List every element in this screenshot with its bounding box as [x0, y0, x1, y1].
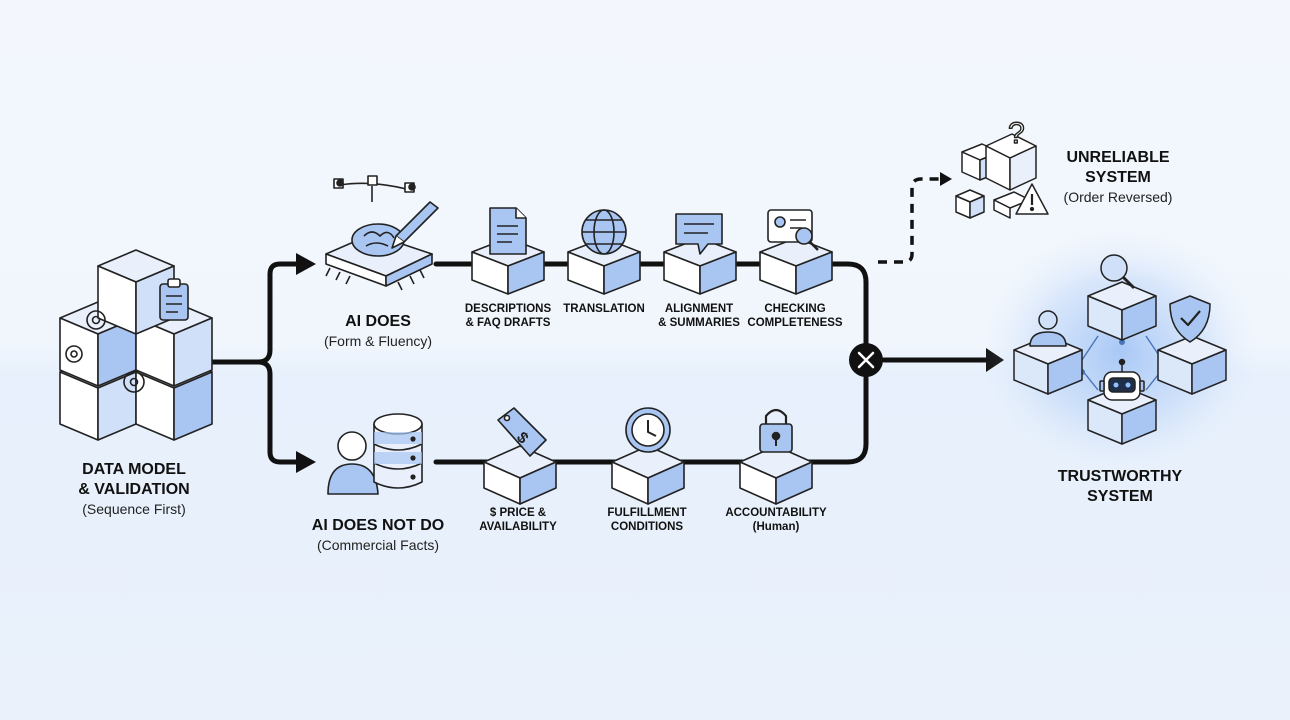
step-alignment-line2: & SUMMARIES [658, 317, 740, 329]
step-label-translation: TRANSLATION [554, 302, 654, 316]
dashed-reversed-line [878, 177, 942, 264]
clipboard-icon [159, 278, 189, 321]
step-price-line1: $ PRICE & [489, 507, 547, 519]
shield-check-icon [1169, 295, 1211, 343]
step-fulfillment-line2: CONDITIONS [610, 521, 684, 533]
step-label-alignment: ALIGNMENT & SUMMARIES [649, 302, 749, 330]
step-descriptions-line1: DESCRIPTIONS [464, 303, 552, 315]
bottom-track-line [433, 375, 869, 465]
top-track-line [433, 261, 869, 348]
magnifier-icon [1100, 254, 1136, 290]
step-checking-line1: CHECKING [764, 303, 826, 315]
ai-does-label: AI DOES (Form & Fluency) [310, 312, 446, 350]
data-model-cube-stack-icon [59, 249, 213, 441]
trustworthy-label: TRUSTWORTHY SYSTEM [1040, 467, 1200, 507]
price-tag-icon: $ [497, 407, 547, 457]
svg-text:?: ? [1008, 117, 1025, 150]
ai-does-not-subtitle: (Commercial Facts) [316, 537, 440, 553]
trust-glow [980, 230, 1260, 470]
person-database-icon [327, 413, 423, 495]
data-model-subtitle: (Sequence First) [82, 501, 186, 517]
chat-bubble-icon [675, 213, 723, 255]
unreliable-subtitle: (Order Reversed) [1063, 189, 1173, 205]
unreliable-title-line1: UNRELIABLE [1066, 149, 1170, 166]
step-alignment-line1: ALIGNMENT [664, 303, 734, 315]
trustworthy-title-line2: SYSTEM [1087, 488, 1153, 505]
block-price [483, 445, 557, 505]
unreliable-label: UNRELIABLE SYSTEM (Order Reversed) [1050, 148, 1186, 206]
id-card-search-icon [767, 209, 819, 251]
user-icon [1029, 310, 1067, 347]
step-label-price: $ PRICE & AVAILABILITY [468, 506, 568, 534]
arrowhead-bottom [296, 451, 316, 473]
step-accountability-line2: (Human) [752, 521, 800, 533]
branch-top-line [255, 261, 301, 365]
globe-icon [581, 209, 627, 255]
branch-bottom-line [255, 359, 301, 465]
step-label-checking: CHECKING COMPLETENESS [745, 302, 845, 330]
block-fulfillment [611, 445, 685, 505]
ai-does-not-title: AI DOES NOT DO [311, 517, 445, 534]
top-step-blocks [471, 207, 833, 295]
data-model-label: DATA MODEL & VALIDATION (Sequence First) [64, 460, 204, 518]
ai-does-title: AI DOES [345, 313, 411, 330]
padlock-icon [759, 408, 793, 453]
robot-icon [1099, 358, 1145, 401]
block-accountability [739, 445, 813, 505]
step-price-line2: AVAILABILITY [479, 521, 557, 533]
data-model-title-line2: & VALIDATION [78, 481, 190, 498]
step-translation-line1: TRANSLATION [563, 303, 645, 315]
arrowhead-top [296, 253, 316, 275]
warning-icon [1015, 183, 1049, 215]
junction-x-icon [849, 343, 883, 377]
unreliable-boxes-icon: ? [955, 116, 1049, 219]
step-label-accountability: ACCOUNTABILITY (Human) [716, 506, 836, 534]
gear-icon [65, 310, 145, 393]
ai-chip-brain-icon [325, 175, 439, 291]
ai-does-subtitle: (Form & Fluency) [323, 333, 433, 349]
step-label-descriptions: DESCRIPTIONS & FAQ DRAFTS [458, 302, 558, 330]
step-fulfillment-line1: FULFILLMENT [607, 507, 687, 519]
connector-lines [209, 261, 993, 465]
step-descriptions-line2: & FAQ DRAFTS [465, 317, 551, 329]
unreliable-title-line2: SYSTEM [1085, 169, 1151, 186]
trustworthy-network-icon [1013, 254, 1227, 445]
step-label-fulfillment: FULFILLMENT CONDITIONS [597, 506, 697, 534]
trustworthy-title-line1: TRUSTWORTHY [1057, 468, 1183, 485]
step-accountability-line1: ACCOUNTABILITY [725, 507, 827, 519]
block-checking [759, 237, 833, 295]
ai-does-not-label: AI DOES NOT DO (Commercial Facts) [298, 516, 458, 554]
step-checking-line2: COMPLETENESS [747, 317, 843, 329]
clock-icon [625, 407, 671, 453]
document-icon [489, 207, 527, 255]
data-model-title-line1: DATA MODEL [82, 461, 186, 478]
arrowhead-dashed [940, 172, 952, 186]
bottom-step-blocks: $ [483, 407, 813, 505]
